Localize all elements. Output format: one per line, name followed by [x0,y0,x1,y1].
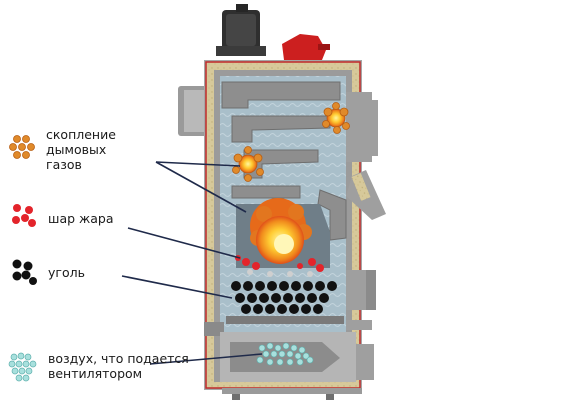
ash-pan [220,332,374,382]
coal-leader-line [121,275,233,299]
grate [204,316,372,336]
heat-leader-line [127,227,241,259]
side-pipes [346,92,386,310]
smoke-leader-line-2 [155,161,247,213]
heat-exchanger [221,81,347,241]
light-blue-dot-cluster-icon [8,352,37,382]
heat-ball-label: шар жара [48,211,114,226]
coal-bed [231,281,337,314]
black-dot-cluster-icon [12,259,37,285]
orange-dot-cluster-icon [9,135,35,159]
control-unit [282,34,330,60]
air-bubbles [256,342,314,366]
coal-label: уголь [48,265,85,280]
smoke-gas-clusters [232,102,350,182]
smoke-gases-label: скопление дымовых газов [46,127,116,172]
fan-motor [216,4,266,56]
air-leader-line [149,353,263,365]
smoke-leader-line-1 [155,161,241,167]
leader-lines [121,161,263,365]
boiler-feet [222,388,362,400]
flue-outlet [178,86,210,136]
fan-air-label: воздух, что подается вентилятором [48,351,189,381]
red-dot-cluster-icon [12,204,36,227]
heat-ball [235,198,324,277]
